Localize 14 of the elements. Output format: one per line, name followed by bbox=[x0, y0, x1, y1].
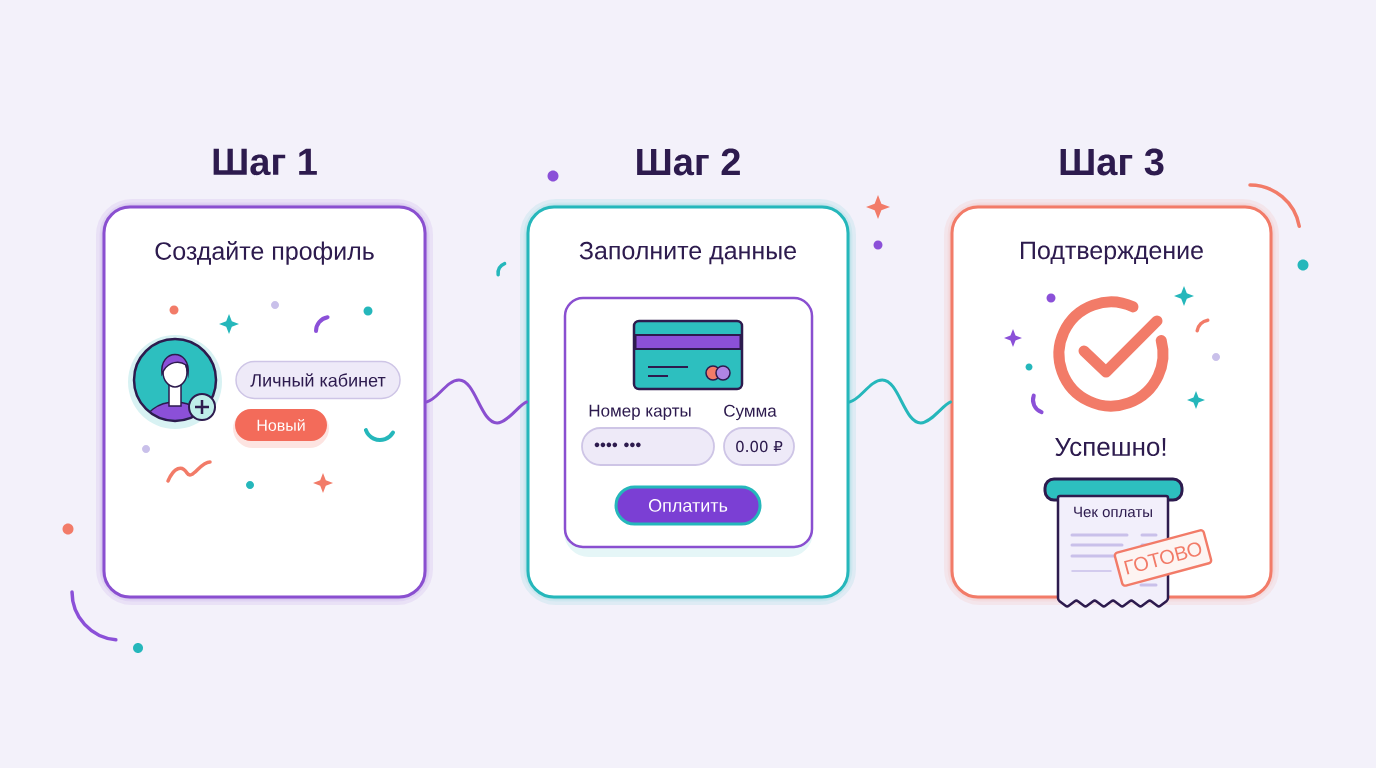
input-field: 0.00 ₽ bbox=[723, 427, 795, 466]
stamp: ГОТОВО bbox=[1113, 529, 1213, 587]
badge: Новый bbox=[233, 409, 329, 448]
button: Оплатить bbox=[614, 485, 762, 526]
wavy-connector bbox=[848, 378, 952, 425]
tag-pill: Личный кабинет bbox=[235, 360, 401, 400]
step-heading: Шаг 1 bbox=[213, 148, 317, 176]
step-heading: Шаг 2 bbox=[637, 148, 740, 176]
wavy-connector bbox=[425, 378, 528, 425]
status-text: Успешно! bbox=[1055, 437, 1166, 457]
field-label: Сумма bbox=[724, 404, 777, 421]
step-heading: Шаг 3 bbox=[1060, 148, 1164, 176]
field-label: Номер карты bbox=[589, 404, 691, 421]
input-field: •••• ••• bbox=[581, 427, 715, 466]
